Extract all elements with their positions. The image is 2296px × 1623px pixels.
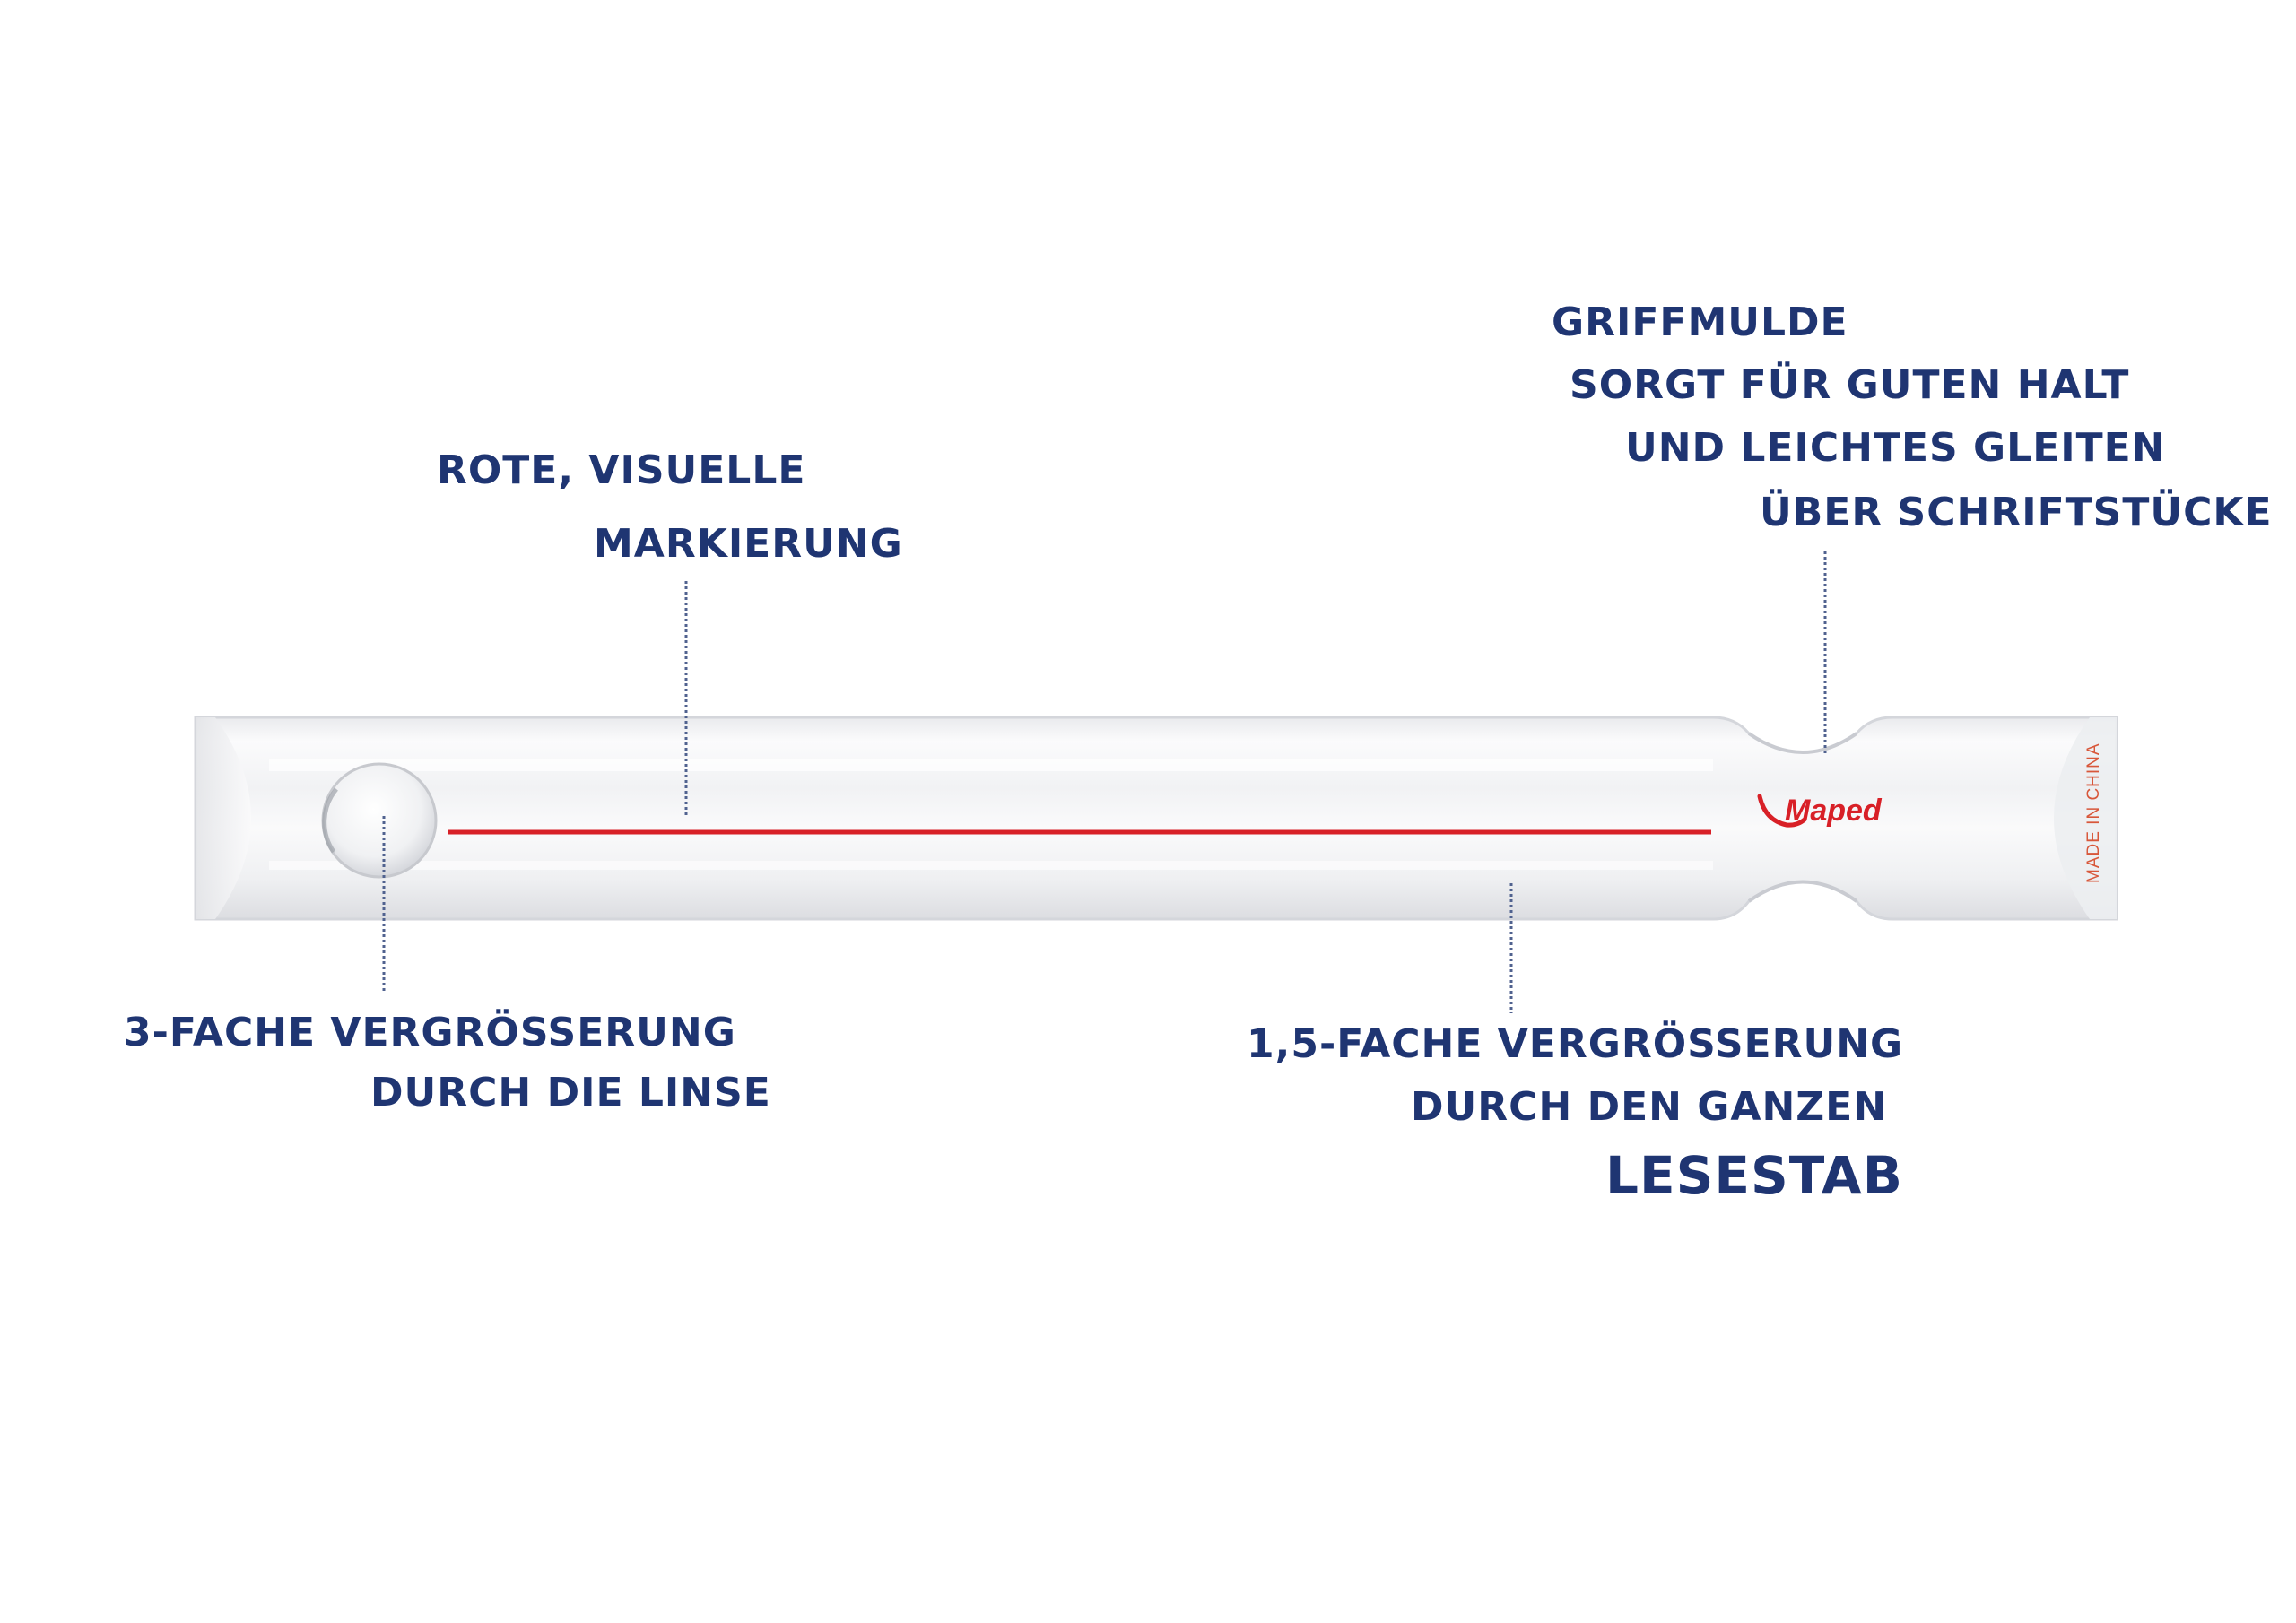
annotation-bar-line3: LESESTAB [1605,1145,1903,1206]
annotation-grip-line1: GRIFFMULDE [1552,299,1848,345]
annotation-marker-line1: ROTE, VISUELLE [437,447,806,493]
bar-highlight [269,759,1713,771]
bar-highlight [269,861,1713,870]
maped-logo-icon: Maped [1757,794,1883,828]
annotation-grip-line4: ÜBER SCHRIFTSTÜCKE [1760,490,2273,535]
magnifier-lens-icon [321,762,438,879]
grip-notch-shade [1747,732,1858,754]
right-end-bevel [2054,717,2117,919]
annotation-grip-line3: UND LEICHTES GLEITEN [1625,425,2166,471]
brand-logo-text: Maped [1785,794,1883,828]
annotation-lens-line2: DURCH DIE LINSE [370,1070,771,1115]
annotation-lens-line1: 3-FACHE VERGRÖSSERUNG [124,1010,736,1055]
grip-notch-shade [1747,880,1858,903]
annotation-marker-line2: MARKIERUNG [594,521,903,567]
made-in-china-engraving: MADE IN CHINA [2084,742,2103,883]
annotation-grip-line2: SORGT FÜR GUTEN HALT [1570,362,2130,408]
left-end-bevel [196,717,251,919]
annotation-bar-line2: DURCH DEN GANZEN [1411,1084,1888,1130]
annotation-bar-line1: 1,5-FACHE VERGRÖSSERUNG [1247,1021,1904,1067]
